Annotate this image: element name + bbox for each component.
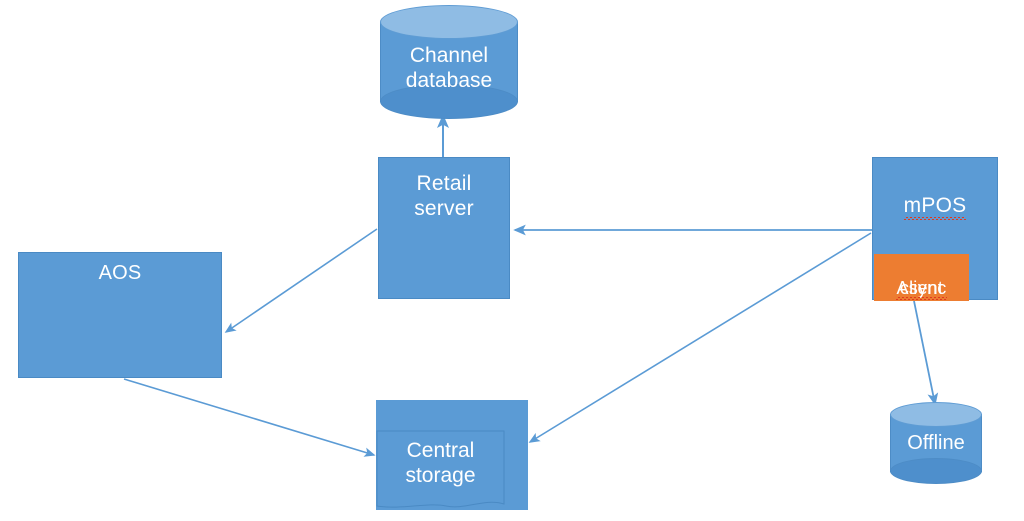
central-storage-sheet-front — [376, 400, 528, 510]
edge-retail-server-to-aos — [224, 228, 378, 333]
node-aos[interactable]: AOS — [18, 252, 222, 378]
cylinder-top-ellipse — [380, 5, 518, 39]
node-label-offline: Offline — [907, 432, 965, 454]
offline-cylinder-top-ellipse — [890, 402, 982, 427]
node-label-mpos-text: mPOS — [903, 193, 967, 220]
node-label-channel-database: Channel database — [405, 44, 493, 92]
node-label-central-storage: Central storage — [405, 439, 476, 488]
offline-cylinder-bottom-ellipse — [890, 458, 982, 484]
node-channel-database[interactable]: Channel database — [380, 5, 518, 119]
node-async-client[interactable]: Async client — [874, 254, 969, 301]
node-offline[interactable]: Offline — [890, 402, 982, 484]
cylinder-bottom-ellipse — [380, 84, 518, 119]
node-label-mpos: mPOS — [873, 169, 997, 220]
node-label-async-client-text: Async — [896, 278, 947, 301]
node-retail-server[interactable]: Retail server — [378, 157, 510, 299]
edge-mpos-to-central-storage — [528, 232, 872, 443]
node-label-retail-server: Retail server — [414, 172, 474, 220]
node-mpos[interactable]: mPOS Async client — [872, 157, 998, 301]
node-label-aos: AOS — [98, 262, 142, 284]
node-label-async-client-line2: client — [899, 278, 944, 298]
edge-async-client-to-offline — [913, 300, 939, 406]
edge-aos-to-central-storage — [123, 378, 376, 457]
node-central-storage[interactable]: Central storage — [376, 400, 528, 510]
node-label-async-client-line1: Async — [874, 257, 969, 301]
